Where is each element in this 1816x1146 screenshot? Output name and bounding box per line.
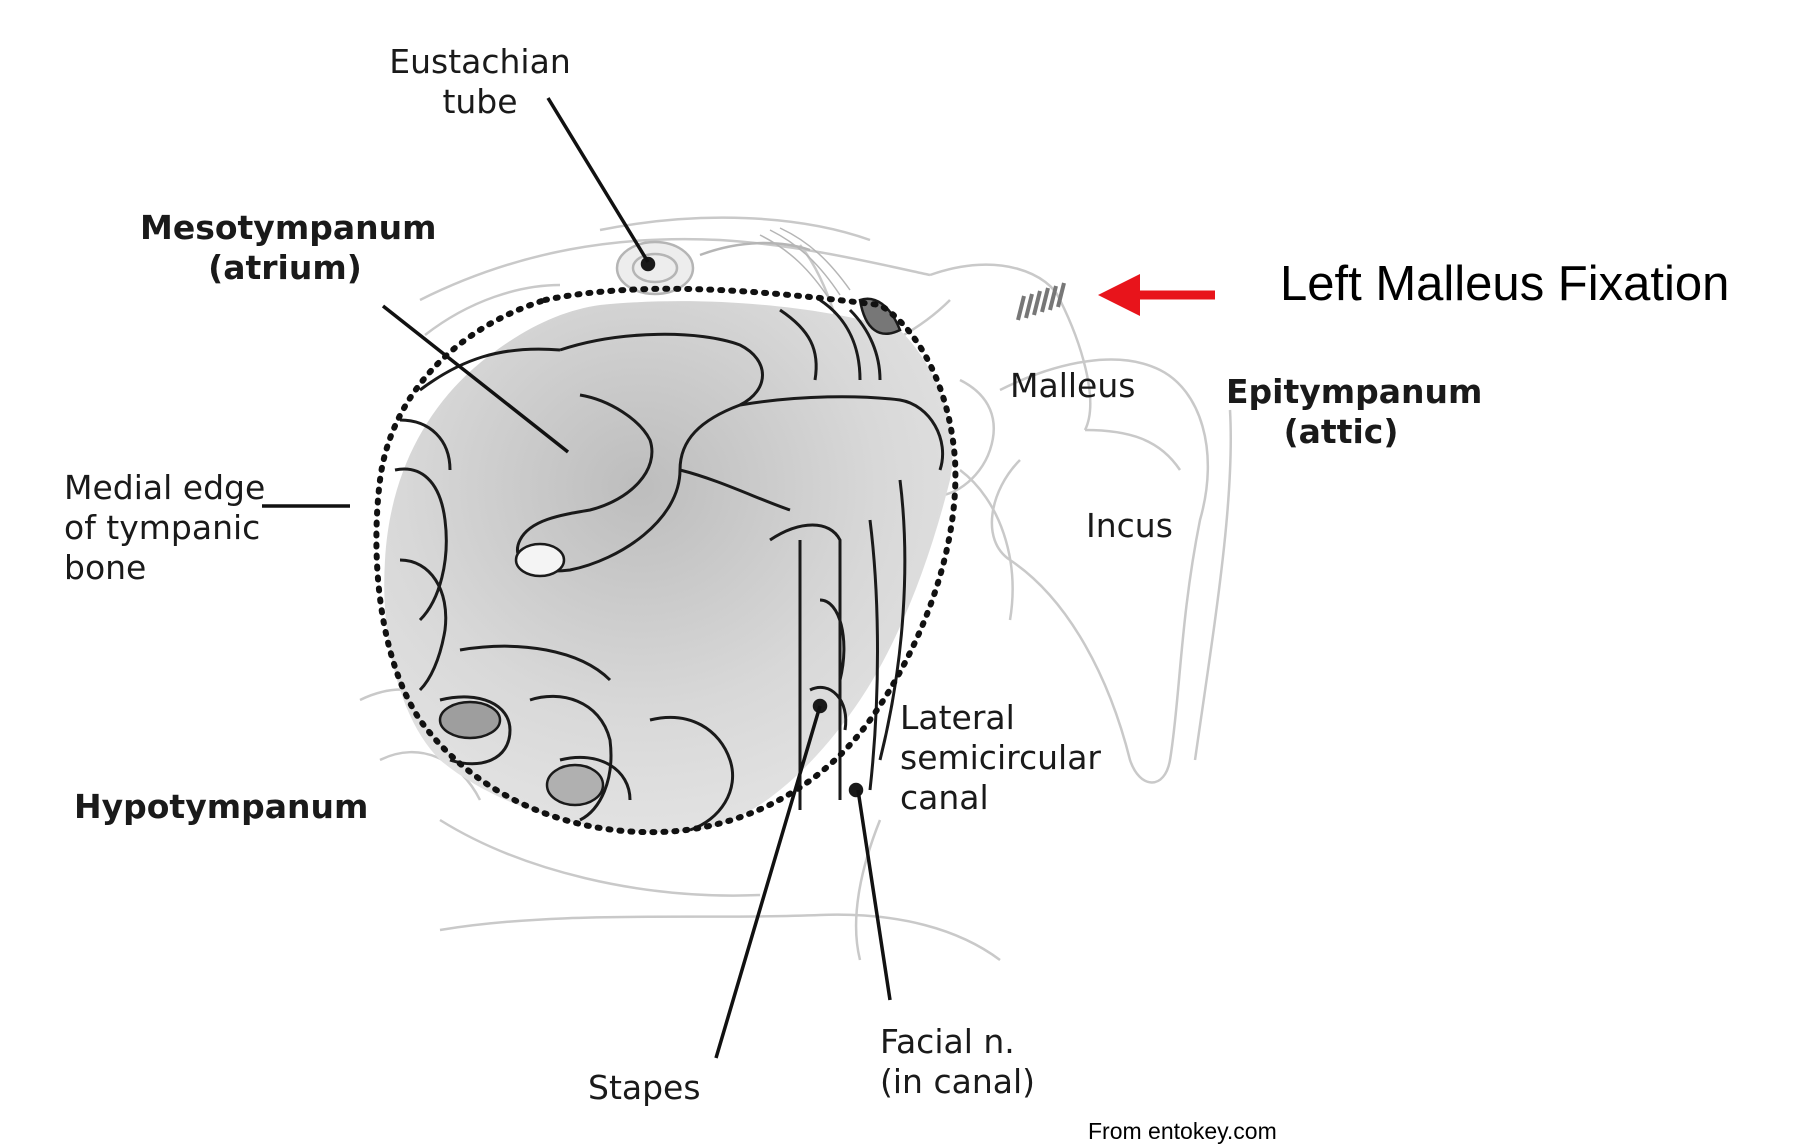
label-incus: Incus	[1086, 506, 1206, 546]
label-malleus: Malleus	[1010, 366, 1170, 406]
label-eustachian-tube: Eustachian tube	[380, 42, 580, 122]
label-facial-nerve: Facial n. (in canal)	[880, 1022, 1070, 1102]
label-stapes: Stapes	[588, 1068, 718, 1108]
label-epitympanum: Epitympanum (attic)	[1226, 372, 1456, 452]
label-hypotympanum: Hypotympanum	[74, 787, 354, 827]
mesotympanum-region	[384, 301, 952, 832]
leader-eustachian	[548, 98, 648, 262]
leader-facial	[858, 790, 890, 1000]
callout-text: Left Malleus Fixation	[1280, 256, 1729, 312]
label-medial-edge: Medial edge of tympanic bone	[64, 468, 284, 588]
malleus-fixation-mark	[1018, 283, 1064, 320]
callout-arrow	[1098, 274, 1215, 316]
label-mesotympanum: Mesotympanum (atrium)	[140, 208, 430, 288]
label-lateral-canal: Lateral semicircular canal	[900, 698, 1120, 818]
